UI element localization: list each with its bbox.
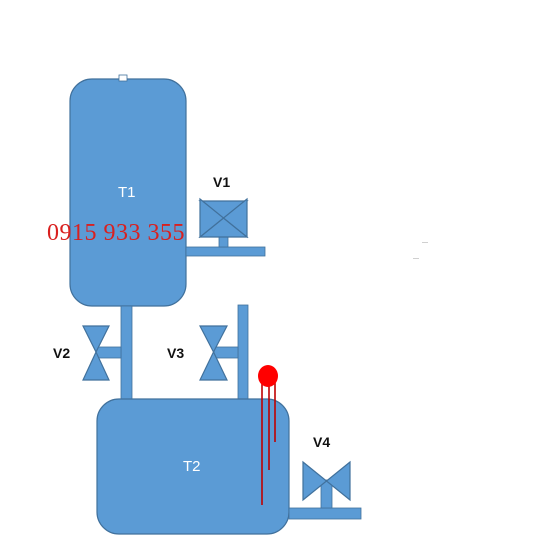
tank-t1-label: T1: [118, 184, 136, 201]
phone-watermark: 0915 933 355: [47, 220, 185, 246]
valve-v2-stem: [95, 346, 122, 359]
valve-v1-right: [222, 197, 248, 239]
level-sensor: [258, 365, 278, 387]
valve-v4-label: V4: [313, 434, 331, 450]
valve-v2: [82, 325, 110, 354]
tank-t2: [96, 398, 290, 535]
valve-v3: [199, 325, 228, 354]
pipe-t1-t2: [120, 305, 133, 400]
tank-t2-label: T2: [183, 458, 201, 475]
valve-v4: [302, 460, 328, 502]
valve-v3-stem: [213, 346, 239, 359]
stray-mark-1: [422, 242, 428, 243]
tank-t1-vent: [118, 74, 128, 82]
pipe-t2-outlet: [288, 507, 362, 520]
valve-v3-label: V3: [167, 345, 185, 361]
valve-v4-right: [325, 460, 351, 502]
stray-mark-2: [413, 258, 419, 259]
valve-v4-stem: [320, 479, 333, 509]
pipe-t1-outlet: [185, 246, 266, 257]
valve-v2-label: V2: [53, 345, 71, 361]
valve-v2-lower: [82, 350, 110, 381]
pipe-v3-line: [237, 304, 249, 400]
valve-v1-label: V1: [213, 174, 231, 190]
valve-v3-lower: [199, 350, 228, 381]
valve-v1: [199, 197, 225, 239]
